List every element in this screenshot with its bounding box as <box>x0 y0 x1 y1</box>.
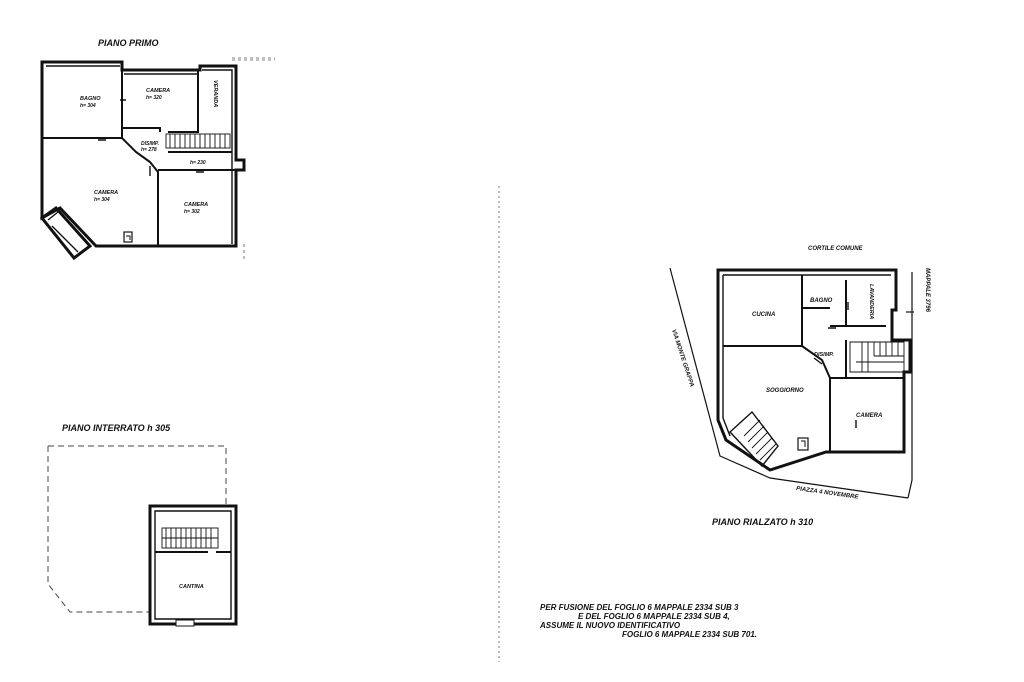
chimney-detail <box>126 235 131 240</box>
room-camera-left: CAMERA <box>94 190 118 196</box>
room-h230: h= 230 <box>190 160 206 166</box>
chimney-rialzato-detail <box>801 440 806 447</box>
cantina-outer-wall <box>148 504 238 626</box>
room-lavanderia: LAVANDERIA <box>868 284 874 319</box>
bay-window <box>39 205 93 261</box>
cadastral-note: PER FUSIONE DEL FOGLIO 6 MAPPALE 2334 SU… <box>539 603 757 639</box>
note-line-4: FOGLIO 6 MAPPALE 2334 SUB 701. <box>622 630 757 639</box>
mappale-boundary <box>907 272 913 499</box>
cantina-inner-face <box>154 510 232 620</box>
piano-rialzato-plan: CORTILE COMUNE MAPPALE 3796 VIA MONTE GR… <box>669 246 930 527</box>
rialzato-outer-wall <box>716 268 912 472</box>
piano-interrato-plan: PIANO INTERRATO h 305 CANTINA <box>47 423 238 627</box>
label-piazza: PIAZZA 4 NOVEMBRE <box>796 486 860 501</box>
chimney <box>123 231 133 243</box>
bay-window-detail <box>47 211 79 253</box>
chimney-rialzato <box>797 437 809 451</box>
label-mappale: MAPPALE 3796 <box>924 268 930 313</box>
room-camera-top-height: h= 320 <box>146 95 162 101</box>
room-cantina: CANTINA <box>179 584 204 590</box>
door-marks <box>98 99 204 176</box>
note-line-2: E DEL FOGLIO 6 MAPPALE 2334 SUB 4, <box>578 612 730 621</box>
wall-cucina-bagno <box>723 275 886 347</box>
wall-diagonal <box>121 137 159 246</box>
room-camera-right: CAMERA <box>184 202 208 208</box>
piano-primo-title: PIANO PRIMO <box>98 38 159 48</box>
rialzato-inner-face <box>722 274 891 437</box>
room-bagno-rialzato: BAGNO <box>810 298 833 304</box>
room-camera-rialzato: CAMERA <box>856 413 882 419</box>
piano-interrato-stairs <box>161 527 219 549</box>
piano-primo-plan: PIANO PRIMO <box>39 38 275 261</box>
entrance-stairs <box>729 410 779 468</box>
label-via-monte-grappa: VIA MONTE GRAPPA <box>670 329 694 388</box>
piano-interrato-title: PIANO INTERRATO h 305 <box>62 423 171 433</box>
wall-camera-top <box>122 70 199 133</box>
room-camera-top: CAMERA <box>146 88 170 94</box>
note-line-3: ASSUME IL NUOVO IDENTIFICATIVO <box>539 621 681 630</box>
room-bagno-height: h= 304 <box>80 103 96 109</box>
room-disimp-height: h= 278 <box>141 147 157 153</box>
piano-rialzato-title: PIANO RIALZATO h 310 <box>712 517 813 527</box>
room-camera-right-height: h= 302 <box>184 209 200 215</box>
room-disimp: DISIMP. <box>141 141 159 147</box>
room-soggiorno: SOGGIORNO <box>766 388 804 394</box>
door-marks-rialzato <box>770 302 884 453</box>
room-bagno: BAGNO <box>80 96 101 102</box>
room-cucina: CUCINA <box>752 312 775 318</box>
wall-soggiorno <box>801 345 831 452</box>
room-veranda: VERANDA <box>212 80 218 107</box>
cantina-opening <box>175 619 195 627</box>
piano-primo-outer-wall <box>40 60 246 248</box>
room-disimp-rialzato: DISIMP. <box>814 352 834 358</box>
street-boundary <box>669 267 909 499</box>
room-camera-left-height: h= 304 <box>94 197 110 203</box>
label-cortile-comune: CORTILE COMUNE <box>808 246 864 252</box>
piano-primo-stairs <box>165 133 231 149</box>
piano-primo-inner-face <box>46 65 233 244</box>
piano-rialzato-stairs <box>849 341 905 373</box>
footprint-outline <box>47 445 227 613</box>
note-line-1: PER FUSIONE DEL FOGLIO 6 MAPPALE 2334 SU… <box>540 603 739 612</box>
